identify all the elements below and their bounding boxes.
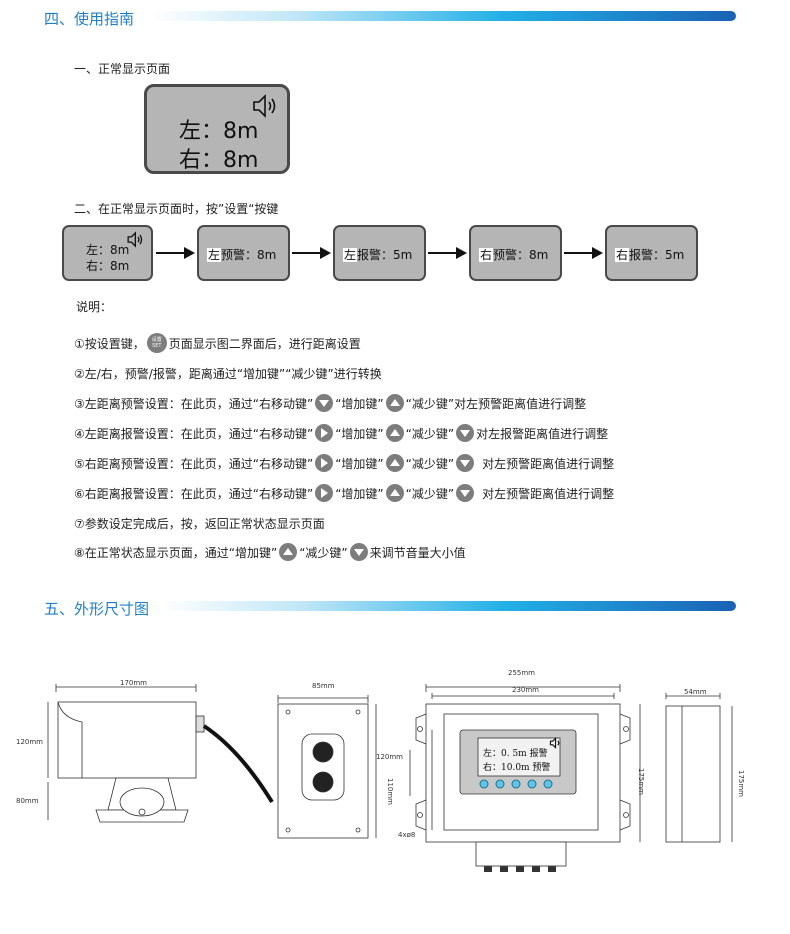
setting-value: 预警：8m [221, 248, 277, 262]
down-key-icon [315, 394, 334, 412]
note-text: ④左距离报警设置：在此页，通过“右移动键” [74, 426, 314, 441]
flow-arrow-head [456, 247, 467, 259]
front-right-height-dimension: 175mm [637, 768, 645, 795]
device-lcd-line1: 左：0. 5m 报警 [483, 749, 548, 759]
flow-left-line: 左：8m [86, 243, 130, 257]
note-text: 对左预警距离值进行调整 [482, 486, 615, 501]
dimension-drawings [47, 684, 733, 872]
setting-value: 报警：5m [629, 248, 685, 262]
flow-screen-left-warning: 左预警：8m [197, 225, 290, 281]
flow-arrow-head [184, 247, 195, 259]
up-key-icon [385, 424, 404, 442]
side-width-dimension: 170mm [120, 679, 147, 687]
step1-title: 一、正常显示页面 [74, 62, 171, 76]
flow-right-line: 右：8m [86, 259, 130, 273]
front-outer-width-dimension: 255mm [508, 669, 535, 677]
right-key-icon [315, 424, 334, 442]
flow-screen-left-alarm: 左报警：5m [333, 225, 426, 281]
section-4-bar [152, 11, 736, 21]
left-distance: 左：8m [179, 119, 259, 144]
depth-height-dimension: 175mm [737, 770, 745, 797]
flow-arrow-head [320, 247, 331, 259]
set-icon-bottom: SET [152, 343, 162, 349]
side-height-dimension: 120mm [16, 738, 43, 746]
setting-value: 报警：5m [357, 248, 413, 262]
down-key-icon [349, 543, 368, 561]
up-key-icon [279, 543, 298, 561]
front-left-height-dimension: 120mm [376, 753, 403, 761]
normal-display-screen: 左：8m 右：8m [144, 84, 290, 174]
down-key-icon [456, 484, 475, 502]
note-5: ⑤右距离预警设置：在此页，通过“右移动键” “增加键” “减少键” 对左预警距离… [74, 454, 614, 472]
note-text: ⑦参数设定完成后，按，返回正常状态显示页面 [74, 516, 325, 531]
down-key-icon [456, 424, 475, 442]
flow-screen-right-alarm: 右报警：5m [605, 225, 698, 281]
note-text: “减少键” [405, 426, 455, 441]
box-width-dimension: 85mm [312, 682, 335, 690]
selected-side: 左 [207, 248, 222, 262]
note-text: 对左报警距离值进行调整 [476, 426, 609, 441]
device-lcd-line2: 右：10.0m 预警 [483, 763, 551, 773]
bracket-height-dimension: 80mm [16, 797, 39, 805]
flow-arrow [292, 252, 321, 254]
note-7: ⑦参数设定完成后，按，返回正常状态显示页面 [74, 514, 325, 532]
flow-screen-right-warning: 右预警：8m [469, 225, 562, 281]
note-4: ④左距离报警设置：在此页，通过“右移动键” “增加键” “减少键” 对左报警距离… [74, 424, 608, 442]
explain-label: 说明： [76, 300, 113, 314]
depth-width-dimension: 54mm [684, 688, 707, 696]
setting-value: 预警：8m [493, 248, 549, 262]
step2-title: 二、在正常显示页面时，按”设置“按键 [74, 202, 279, 216]
mounting-holes-label: 4xø8 [398, 831, 416, 839]
flow-arrow-head [592, 247, 603, 259]
section-5-bar [160, 601, 736, 611]
note-6: ⑥右距离报警设置：在此页，通过“右移动键” “增加键” “减少键” 对左预警距离… [74, 484, 614, 502]
note-text: 页面显示图二界面后，进行距离设置 [168, 336, 361, 351]
note-text: “减少键”对左预警距离值进行调整 [405, 396, 587, 411]
flow-arrow [428, 252, 457, 254]
note-text: ⑤右距离预警设置：在此页，通过“右移动键” [74, 456, 314, 471]
selected-side: 左 [343, 248, 358, 262]
note-text: ①按设置键， [74, 336, 145, 351]
note-8: ⑧在正常状态显示页面，通过“增加键” “减少键” 来调节音量大小值 [74, 543, 466, 561]
note-text: ⑧在正常状态显示页面，通过“增加键” [74, 545, 278, 560]
right-key-icon [315, 454, 334, 472]
note-text: “减少键” [405, 456, 455, 471]
note-text: ⑥右距离报警设置：在此页，通过“右移动键” [74, 486, 314, 501]
speaker-icon [251, 93, 281, 123]
up-key-icon [385, 394, 404, 412]
flow-arrow [156, 252, 185, 254]
up-key-icon [385, 454, 404, 472]
speaker-icon [126, 231, 146, 252]
flow-arrow [564, 252, 593, 254]
down-key-icon [456, 454, 475, 472]
note-text: “减少键” [299, 545, 348, 560]
note-text: “减少键” [405, 486, 455, 501]
front-inner-width-dimension: 230mm [512, 686, 539, 694]
front-inner-height-dimension: 110mm [386, 778, 394, 805]
flow-screen-normal: 左：8m 右：8m [62, 225, 153, 281]
note-text: 对左预警距离值进行调整 [482, 456, 615, 471]
note-3: ③左距离预警设置：在此页，通过“右移动键” “增加键” “减少键”对左预警距离值… [74, 394, 586, 412]
device-speaker-icon [549, 734, 563, 753]
set-icon-top: 设置 [151, 337, 162, 343]
note-text: “增加键” [335, 456, 384, 471]
selected-side: 右 [615, 248, 630, 262]
section-4-title: 四、使用指南 [44, 10, 135, 28]
note-2: ②左/右，预警/报警，距离通过“增加键”“减少键”进行转换 [74, 364, 382, 382]
right-distance: 右：8m [179, 148, 259, 173]
note-text: ③左距离预警设置：在此页，通过“右移动键” [74, 396, 314, 411]
note-text: ②左/右，预警/报警，距离通过“增加键”“减少键”进行转换 [74, 366, 382, 381]
note-text: “增加键” [335, 426, 384, 441]
selected-side: 右 [479, 248, 494, 262]
note-text: 来调节音量大小值 [369, 545, 466, 560]
section-5-title: 五、外形尺寸图 [44, 600, 150, 618]
note-text: “增加键” [335, 486, 384, 501]
note-text: “增加键” [335, 396, 384, 411]
right-key-icon [315, 484, 334, 502]
up-key-icon [385, 484, 404, 502]
